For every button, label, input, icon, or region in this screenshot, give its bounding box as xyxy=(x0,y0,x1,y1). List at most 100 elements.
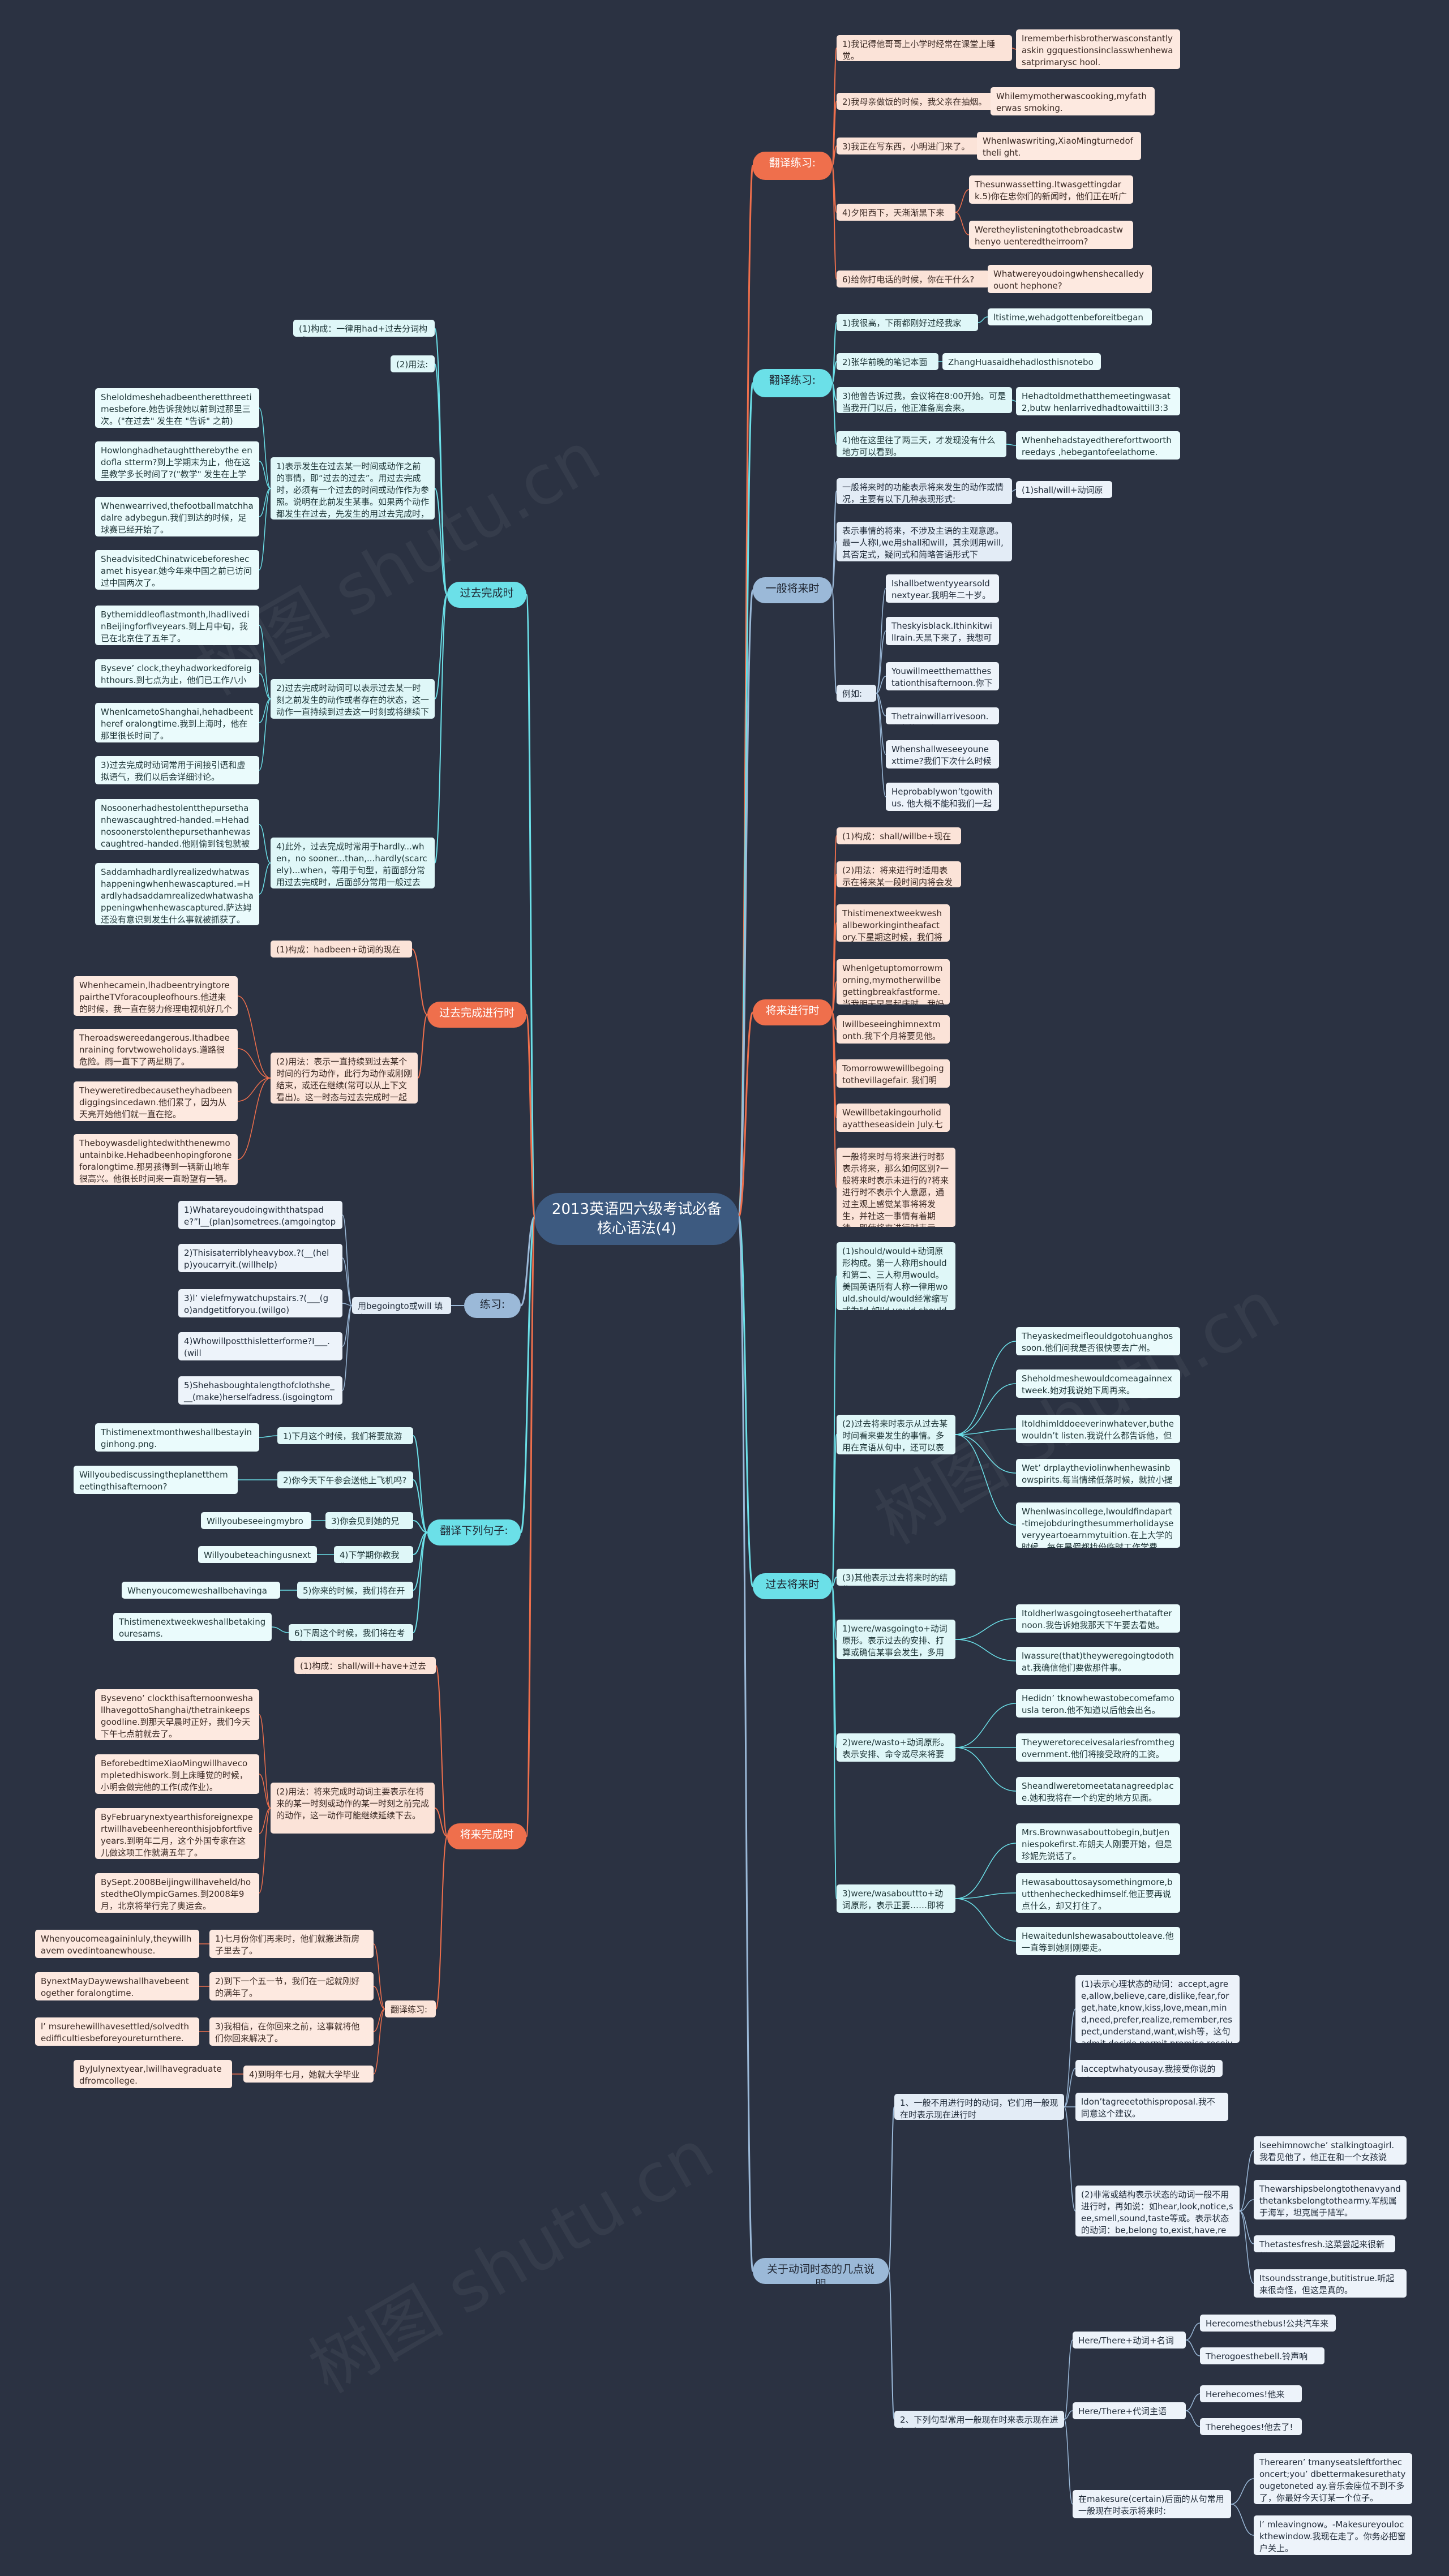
branch-b1[interactable]: 翻译练习: xyxy=(753,152,832,180)
topic-n33a[interactable]: Nosoonerhadhestolentthepursethanhewascau… xyxy=(95,799,259,850)
topic-n24a[interactable]: Itoldherlwasgoingtoseeherthatafternoon.我… xyxy=(1016,1604,1180,1633)
topic-n27d4[interactable]: Itsoundsstrange,butitistrue.听起来很奇怪，但这是真的… xyxy=(1254,2269,1407,2298)
topic-n27c[interactable]: ldon’tagreeetothisproposal.我不同意这个建议。 xyxy=(1075,2093,1228,2121)
topic-n28c[interactable]: 在makesure(certain)后面的从句常用一般现在时表示将来时: xyxy=(1073,2490,1231,2518)
topic-n22d[interactable]: Wet’ drplaytheviolinwhenhewasinbowspirit… xyxy=(1016,1459,1180,1487)
topic-n45c1[interactable]: l’ msurehewillhavesettled/solvedthediffi… xyxy=(35,2017,199,2046)
topic-n12f[interactable]: Heprobablywon’tgowithus. 他大概不能和我们一起去。 xyxy=(886,783,999,811)
topic-n26c[interactable]: Hewaitedunlshewasabouttoleave.他一直等到她刚刚要走… xyxy=(1016,1927,1180,1955)
topic-n5[interactable]: 6)给你打电话的时候，你在干什么? xyxy=(837,271,989,287)
topic-n32c[interactable]: WhenIcametoShanghai,hehadbeentheref oral… xyxy=(95,703,259,742)
topic-n27d[interactable]: (2)非常或结构表示状态的动词一般不用进行时，再如说：如hear,look,no… xyxy=(1075,2186,1240,2236)
branch-b9[interactable]: 练习: xyxy=(464,1293,521,1318)
topic-n22c[interactable]: Itoldhimlddoeeverinwhatever,buthewouldn’… xyxy=(1016,1415,1180,1443)
topic-n23[interactable]: (3)其他表示过去将来时的结构: xyxy=(837,1569,955,1586)
topic-n9a[interactable]: Whenhehadstayedthereforttwoorthreedays ,… xyxy=(1016,431,1180,460)
topic-n36e[interactable]: 5)Shehasboughtalengthofclothshe___(make)… xyxy=(178,1376,342,1405)
topic-n31a[interactable]: Sheloldmeshehadbeentheretthreetimesbefor… xyxy=(95,388,259,428)
topic-n28b[interactable]: Here/There+代词主语+动词 xyxy=(1073,2402,1186,2419)
topic-n38a[interactable]: Willyoubediscussingtheplanetthemeetingth… xyxy=(74,1466,238,1494)
topic-n22e[interactable]: Whenlwasincollege,lwouldfindapart-timejo… xyxy=(1016,1502,1180,1548)
topic-n24b[interactable]: lwassure(that)theyweregoingtodothat.我确信他… xyxy=(1016,1647,1180,1675)
topic-n10[interactable]: 一般将来时的功能表示将来发生的动作或情况，主要有以下几种表现形式: xyxy=(837,478,1012,504)
topic-n27a[interactable]: (1)表示心理状态的动词：accept,agree,allow,believe,… xyxy=(1075,1975,1240,2043)
topic-n30[interactable]: (2)用法: xyxy=(391,355,435,372)
topic-n12c[interactable]: Youwillmeetthematthestationthisafternoon… xyxy=(886,662,999,690)
topic-n37[interactable]: 1)下月这个时候，我们将要旅游了。 xyxy=(277,1427,413,1444)
topic-n41a[interactable]: Whenyoucomeweshallbehavingameeting. xyxy=(122,1582,280,1599)
topic-n13[interactable]: (1)构成：shall/willbe+现在分词 xyxy=(837,827,961,844)
topic-n4b[interactable]: Weretheylisteningtothebroadcastwhenyo ue… xyxy=(969,221,1133,249)
topic-n25a[interactable]: Hedidn’ tknowhewastobecomefamousla teron… xyxy=(1016,1689,1180,1718)
topic-n11[interactable]: 表示事情的将来，不涉及主语的主观意愿。最一人称I,we用shall和will，其… xyxy=(837,522,1012,561)
topic-n6[interactable]: 1)我很高，下雨都刚好过经我家了。 xyxy=(837,314,978,331)
topic-n27d2[interactable]: Thewarshipsbelongtothenavyandthetanksbel… xyxy=(1254,2180,1407,2219)
topic-n26[interactable]: 3)were/wasabouttto+动词原形，表示正要……即将发生的事。如: xyxy=(837,1884,955,1913)
topic-n39[interactable]: 3)你会见到她的兄弟吗? xyxy=(325,1512,413,1529)
topic-n35b[interactable]: Theroadswereedangerous.Ithadbeenraining … xyxy=(74,1029,238,1068)
topic-n12[interactable]: 例如: xyxy=(837,685,876,702)
root-node[interactable]: 2013英语四六级考试必备 核心语法(4) xyxy=(535,1193,739,1245)
topic-n28b2[interactable]: Therehegoes!他去了! xyxy=(1200,2418,1302,2435)
topic-n9[interactable]: 4)他在这里往了两三天，才发现没有什么地方可以看到。 xyxy=(837,431,1006,457)
topic-n7[interactable]: 2)张华前晚的笔记本面了。 xyxy=(837,353,938,370)
topic-n44[interactable]: (2)用法：将来完成时动词主要表示在将来的某一时刻或动作的某一时刻之前完成的动作… xyxy=(271,1783,435,1834)
topic-n35[interactable]: (2)用法：表示一直持续到过去某个时间的行为动作，此行为动作或刚刚结束，或还在继… xyxy=(271,1053,418,1104)
topic-n24[interactable]: 1)were/wasgoingto+动词原形。表示过去的安排、打算或确信某事会发… xyxy=(837,1620,955,1659)
topic-n28a1[interactable]: Herecomesthebus!公共汽车来了。 xyxy=(1200,2315,1336,2332)
topic-n7a[interactable]: ZhangHuasaidhehadlosthisnotebook. xyxy=(942,353,1101,370)
topic-n43[interactable]: (1)构成：shall/will+have+过去分词 xyxy=(294,1657,436,1674)
topic-n12a[interactable]: Ishallbetwentyyearsoldnextyear.我明年二十岁。 xyxy=(886,574,999,603)
topic-n27d1[interactable]: lseehimnowche’ stalkingtoagirl.我看见他了，他正在… xyxy=(1254,2136,1407,2165)
topic-n28[interactable]: 2、下列句型常用一般现在时来表示现在进行时 xyxy=(894,2411,1064,2428)
topic-n45d[interactable]: 4)到明年七月，她就大学毕业了。 xyxy=(243,2066,374,2083)
topic-n25[interactable]: 2)were/wasto+动词原形。表示安排、命令或尽来将要发生的事。如: xyxy=(837,1733,955,1762)
topic-n45[interactable]: 翻译练习: xyxy=(385,2000,436,2017)
topic-n19[interactable]: Wewillbetakingourholidayattheseasidein J… xyxy=(837,1104,950,1132)
topic-n2a[interactable]: Whilemymotherwascooking,myfatherwas smok… xyxy=(991,87,1155,115)
topic-n31d[interactable]: SheadvisitedChinatwicebeforeshecamet his… xyxy=(95,550,259,590)
branch-b10[interactable]: 翻译下列句子: xyxy=(427,1519,521,1545)
topic-n15[interactable]: Thistimenextweekweshallbeworkingintheafa… xyxy=(837,904,950,942)
topic-n4[interactable]: 4)夕阳西下，天渐渐黑下来了。 xyxy=(837,204,955,221)
topic-n44c[interactable]: ByFebruarynextyearthisforeignexpertwillh… xyxy=(95,1808,259,1859)
topic-n31[interactable]: 1)表示发生在过去某一时间或动作之前的事情，即“过去的过去”。用过去完成时，必须… xyxy=(271,457,435,520)
topic-n36b[interactable]: 2)Thisisaterriblyheavybox.?(__(help)youc… xyxy=(178,1244,342,1272)
topic-n28c1[interactable]: Therearen’ tmanyseatsleftfortheconcert;y… xyxy=(1254,2453,1412,2504)
topic-n5a[interactable]: Whatwereyoudoingwhenshecalledyouont heph… xyxy=(988,265,1152,293)
topic-n45b1[interactable]: BynextMayDaywewshallhavebeentogether for… xyxy=(35,1972,199,2000)
topic-n14[interactable]: (2)用法：将来进行时适用表示在将来某一段时间内将会发生的动作。 xyxy=(837,861,961,887)
branch-b11[interactable]: 将来完成时 xyxy=(447,1823,526,1849)
topic-n16[interactable]: Whenlgetuptomorrowmorning,mymotherwillbe… xyxy=(837,959,950,1004)
topic-n44d[interactable]: BySept.2008Beijingwillhaveheld/hostedthe… xyxy=(95,1873,259,1913)
branch-b5[interactable]: 过去将来时 xyxy=(753,1573,832,1599)
topic-n32a[interactable]: Bythemiddleoflastmonth,lhadlivedinBeijin… xyxy=(95,606,259,645)
topic-n44a[interactable]: Byseveno’ clockthisafternoonweshallhaveg… xyxy=(95,1689,259,1740)
topic-n12e[interactable]: Whenshallweseeyounexttime?我们下次什么时候能看见你呢? xyxy=(886,740,999,768)
topic-n22b[interactable]: Sheholdmeshewouldcomeagainnextweek.她对我说她… xyxy=(1016,1369,1180,1398)
topic-n42[interactable]: 6)下周这个时候，我们将在考试。 xyxy=(289,1624,413,1641)
topic-n12b[interactable]: Theskyisblack.Ithinkitwillrain.天黑下来了，我想可… xyxy=(886,617,999,645)
topic-n27[interactable]: 1、一般不用进行时的动词，它们用一般现在时表示现在进行时 xyxy=(894,2094,1064,2120)
topic-n36c[interactable]: 3)l’ vielefmywatchupstairs.?(___(go)andg… xyxy=(178,1289,342,1317)
topic-n36a[interactable]: 1)Whatareyoudoingwiththatspade?”I__(plan… xyxy=(178,1201,342,1229)
topic-n44b[interactable]: BeforebedtimeXiaoMingwillhavecompletedhi… xyxy=(95,1754,259,1794)
topic-n28a2[interactable]: Therogoesthebell.铃声响了。 xyxy=(1200,2347,1324,2364)
topic-n32[interactable]: 2)过去完成时动词可以表示过去某一时刻之前发生的动作或者存在的状态，这一动作一直… xyxy=(271,679,435,719)
topic-n32d[interactable]: 3)过去完成时动词常用于间接引语和虚拟语气，我们以后会详细讨论。 xyxy=(95,756,259,784)
topic-n17[interactable]: Iwillbeseeinghimnextmonth.我下个月将要见他。 xyxy=(837,1015,950,1044)
topic-n28b1[interactable]: Herehecomes!他来了! xyxy=(1200,2385,1302,2402)
topic-n2[interactable]: 2)我母亲做饭的时候，我父亲在抽烟。 xyxy=(837,93,1012,110)
topic-n31b[interactable]: Howlonghadhetaughttherebythe endofla stt… xyxy=(95,441,259,481)
topic-n38[interactable]: 2)你今天下午参会送他上飞机吗? xyxy=(277,1471,413,1488)
topic-n35a[interactable]: Whenhecamein,lhadbeentryingtorepairtheTV… xyxy=(74,976,238,1016)
branch-b8[interactable]: 过去完成进行时 xyxy=(427,1002,526,1028)
topic-n40a[interactable]: Willyoubeteachingusnextterm? xyxy=(198,1546,317,1563)
branch-b3[interactable]: 一般将来时 xyxy=(753,577,832,603)
branch-b4[interactable]: 将来进行时 xyxy=(753,999,832,1025)
topic-n27d3[interactable]: Thetastesfresh.这菜尝起来很新鲜。 xyxy=(1254,2235,1395,2252)
topic-n20[interactable]: 一般将来时与将来进行时都表示将来，那么如何区别?一般将来时表示未进行的?将来进行… xyxy=(837,1148,955,1227)
topic-n6a[interactable]: ltistime,wehadgottenbeforeitbegantora xyxy=(988,308,1152,325)
topic-n26a[interactable]: Mrs.Brownwasabouttobegin,butJenniespokef… xyxy=(1016,1823,1180,1863)
topic-n39a[interactable]: Willyoubeseeingmybrother? xyxy=(201,1512,311,1529)
